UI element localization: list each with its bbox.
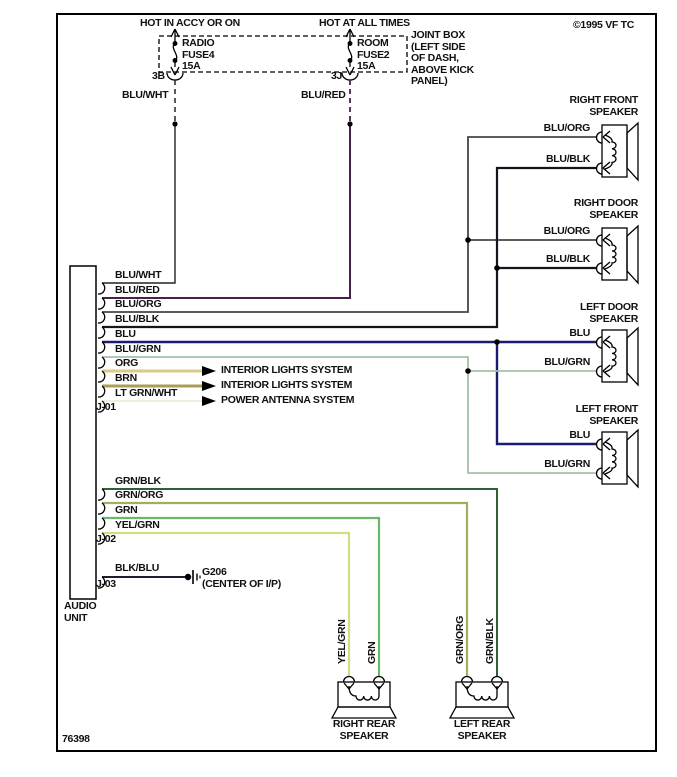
diagram-number-label: 76398 bbox=[62, 733, 90, 745]
right-door-speaker-label: RIGHT DOOR SPEAKER bbox=[573, 197, 638, 221]
right-rear-speaker-label: RIGHT REAR SPEAKER bbox=[332, 718, 396, 742]
audio-unit-label: AUDIO UNIT bbox=[64, 600, 97, 624]
wire-label: BLU/GRN bbox=[544, 356, 590, 368]
left-door-speaker-label: LEFT DOOR SPEAKER bbox=[580, 301, 638, 325]
radio-fuse-label: RADIO FUSE4 15A bbox=[182, 37, 215, 72]
connector-pins bbox=[97, 282, 106, 589]
wire-blu-branch bbox=[495, 342, 596, 446]
interior-lights-label: INTERIOR LIGHTS SYSTEM bbox=[221, 364, 353, 376]
junction-dot bbox=[494, 265, 500, 271]
hot-in-accy-label: HOT IN ACCY OR ON bbox=[140, 17, 240, 29]
wire-blu-red bbox=[102, 124, 351, 299]
connector-j03-label: J-03 bbox=[96, 578, 116, 590]
system-arrow-icon bbox=[202, 381, 216, 391]
pin-label: ORG bbox=[115, 357, 139, 369]
joint-box-outline bbox=[158, 35, 408, 73]
wire-grn bbox=[102, 516, 381, 677]
room-fuse-symbol bbox=[341, 28, 359, 81]
terminal-3j-label: 3J bbox=[331, 70, 343, 82]
connector-j01-label: J-01 bbox=[96, 401, 116, 413]
pin-label: BLU/RED bbox=[115, 284, 160, 296]
wire-label: BLU bbox=[569, 327, 590, 339]
ground-icon bbox=[184, 570, 201, 584]
wire-label: YEL/GRN bbox=[336, 619, 348, 664]
wire-grn-org bbox=[102, 501, 469, 677]
pin-label: GRN bbox=[115, 504, 138, 516]
interior-lights-label: INTERIOR LIGHTS SYSTEM bbox=[221, 379, 353, 391]
pin-label: BRN bbox=[115, 372, 137, 384]
ground-id-label: G206 bbox=[202, 566, 227, 578]
left-front-speaker-symbol bbox=[595, 428, 639, 489]
wire-label: BLU/ORG bbox=[543, 122, 591, 134]
pin-label: BLU/BLK bbox=[115, 313, 159, 325]
pin-label: BLU bbox=[115, 328, 136, 340]
pin-label: GRN/ORG bbox=[115, 489, 164, 501]
hot-at-all-times-label: HOT AT ALL TIMES bbox=[319, 17, 410, 29]
wire-label: BLU/BLK bbox=[546, 153, 590, 165]
diagram-border bbox=[56, 13, 657, 752]
joint-box-note: JOINT BOX (LEFT SIDE OF DASH, ABOVE KICK… bbox=[411, 29, 474, 87]
wire-blu-wht bbox=[102, 124, 176, 284]
junction-dot bbox=[494, 339, 500, 345]
radio-fuse-symbol bbox=[166, 28, 184, 81]
pin-label: LT GRN/WHT bbox=[115, 387, 178, 399]
right-front-speaker-symbol bbox=[595, 121, 639, 182]
wire-label: GRN/BLK bbox=[484, 618, 496, 664]
ground-location-label: (CENTER OF I/P) bbox=[202, 578, 281, 590]
wire-label: BLU bbox=[569, 429, 590, 441]
wire-blu-org bbox=[102, 136, 596, 313]
right-door-speaker-symbol bbox=[595, 224, 639, 285]
left-door-speaker-symbol bbox=[595, 326, 639, 387]
right-rear-speaker-symbol bbox=[330, 675, 398, 719]
pin-label: BLK/BLU bbox=[115, 562, 159, 574]
left-front-speaker-label: LEFT FRONT SPEAKER bbox=[575, 403, 639, 427]
wire-blu-blk bbox=[102, 166, 596, 329]
wire-label: BLU/BLK bbox=[546, 253, 590, 265]
wire-label: GRN/ORG bbox=[454, 615, 466, 664]
pin-label: BLU/WHT bbox=[115, 269, 162, 281]
wire-blu-grn bbox=[102, 356, 596, 372]
wire-label: GRN bbox=[366, 641, 378, 664]
wire-label: BLU/ORG bbox=[543, 225, 591, 237]
junction-dot bbox=[347, 121, 353, 127]
junction-dot bbox=[465, 368, 471, 374]
wire-yel-grn bbox=[102, 531, 351, 677]
wire-blu-grn-branch bbox=[467, 371, 596, 474]
audio-unit-outline bbox=[69, 265, 97, 600]
right-front-speaker-label: RIGHT FRONT SPEAKER bbox=[569, 94, 639, 118]
left-rear-speaker-label: LEFT REAR SPEAKER bbox=[453, 718, 511, 742]
junction-dot bbox=[465, 237, 471, 243]
pin-label: BLU/ORG bbox=[115, 298, 162, 310]
room-fuse-label: ROOM FUSE2 15A bbox=[357, 37, 390, 72]
power-antenna-label: POWER ANTENNA SYSTEM bbox=[221, 394, 355, 406]
pin-label: YEL/GRN bbox=[115, 519, 160, 531]
pin-label: GRN/BLK bbox=[115, 475, 161, 487]
terminal-3b-label: 3B bbox=[152, 70, 165, 82]
feed-wire-label: BLU/RED bbox=[301, 89, 346, 101]
copyright-label: ©1995 VF TC bbox=[573, 19, 635, 31]
system-arrow-icon bbox=[202, 396, 216, 406]
system-arrow-icon bbox=[202, 366, 216, 376]
left-rear-speaker-symbol bbox=[448, 675, 516, 719]
wire-grn-blk bbox=[102, 488, 498, 677]
junction-dot bbox=[172, 121, 178, 127]
wire-label: BLU/GRN bbox=[544, 458, 590, 470]
feed-wire-label: BLU/WHT bbox=[122, 89, 169, 101]
pin-label: BLU/GRN bbox=[115, 343, 161, 355]
connector-j02-label: J-02 bbox=[96, 533, 116, 545]
